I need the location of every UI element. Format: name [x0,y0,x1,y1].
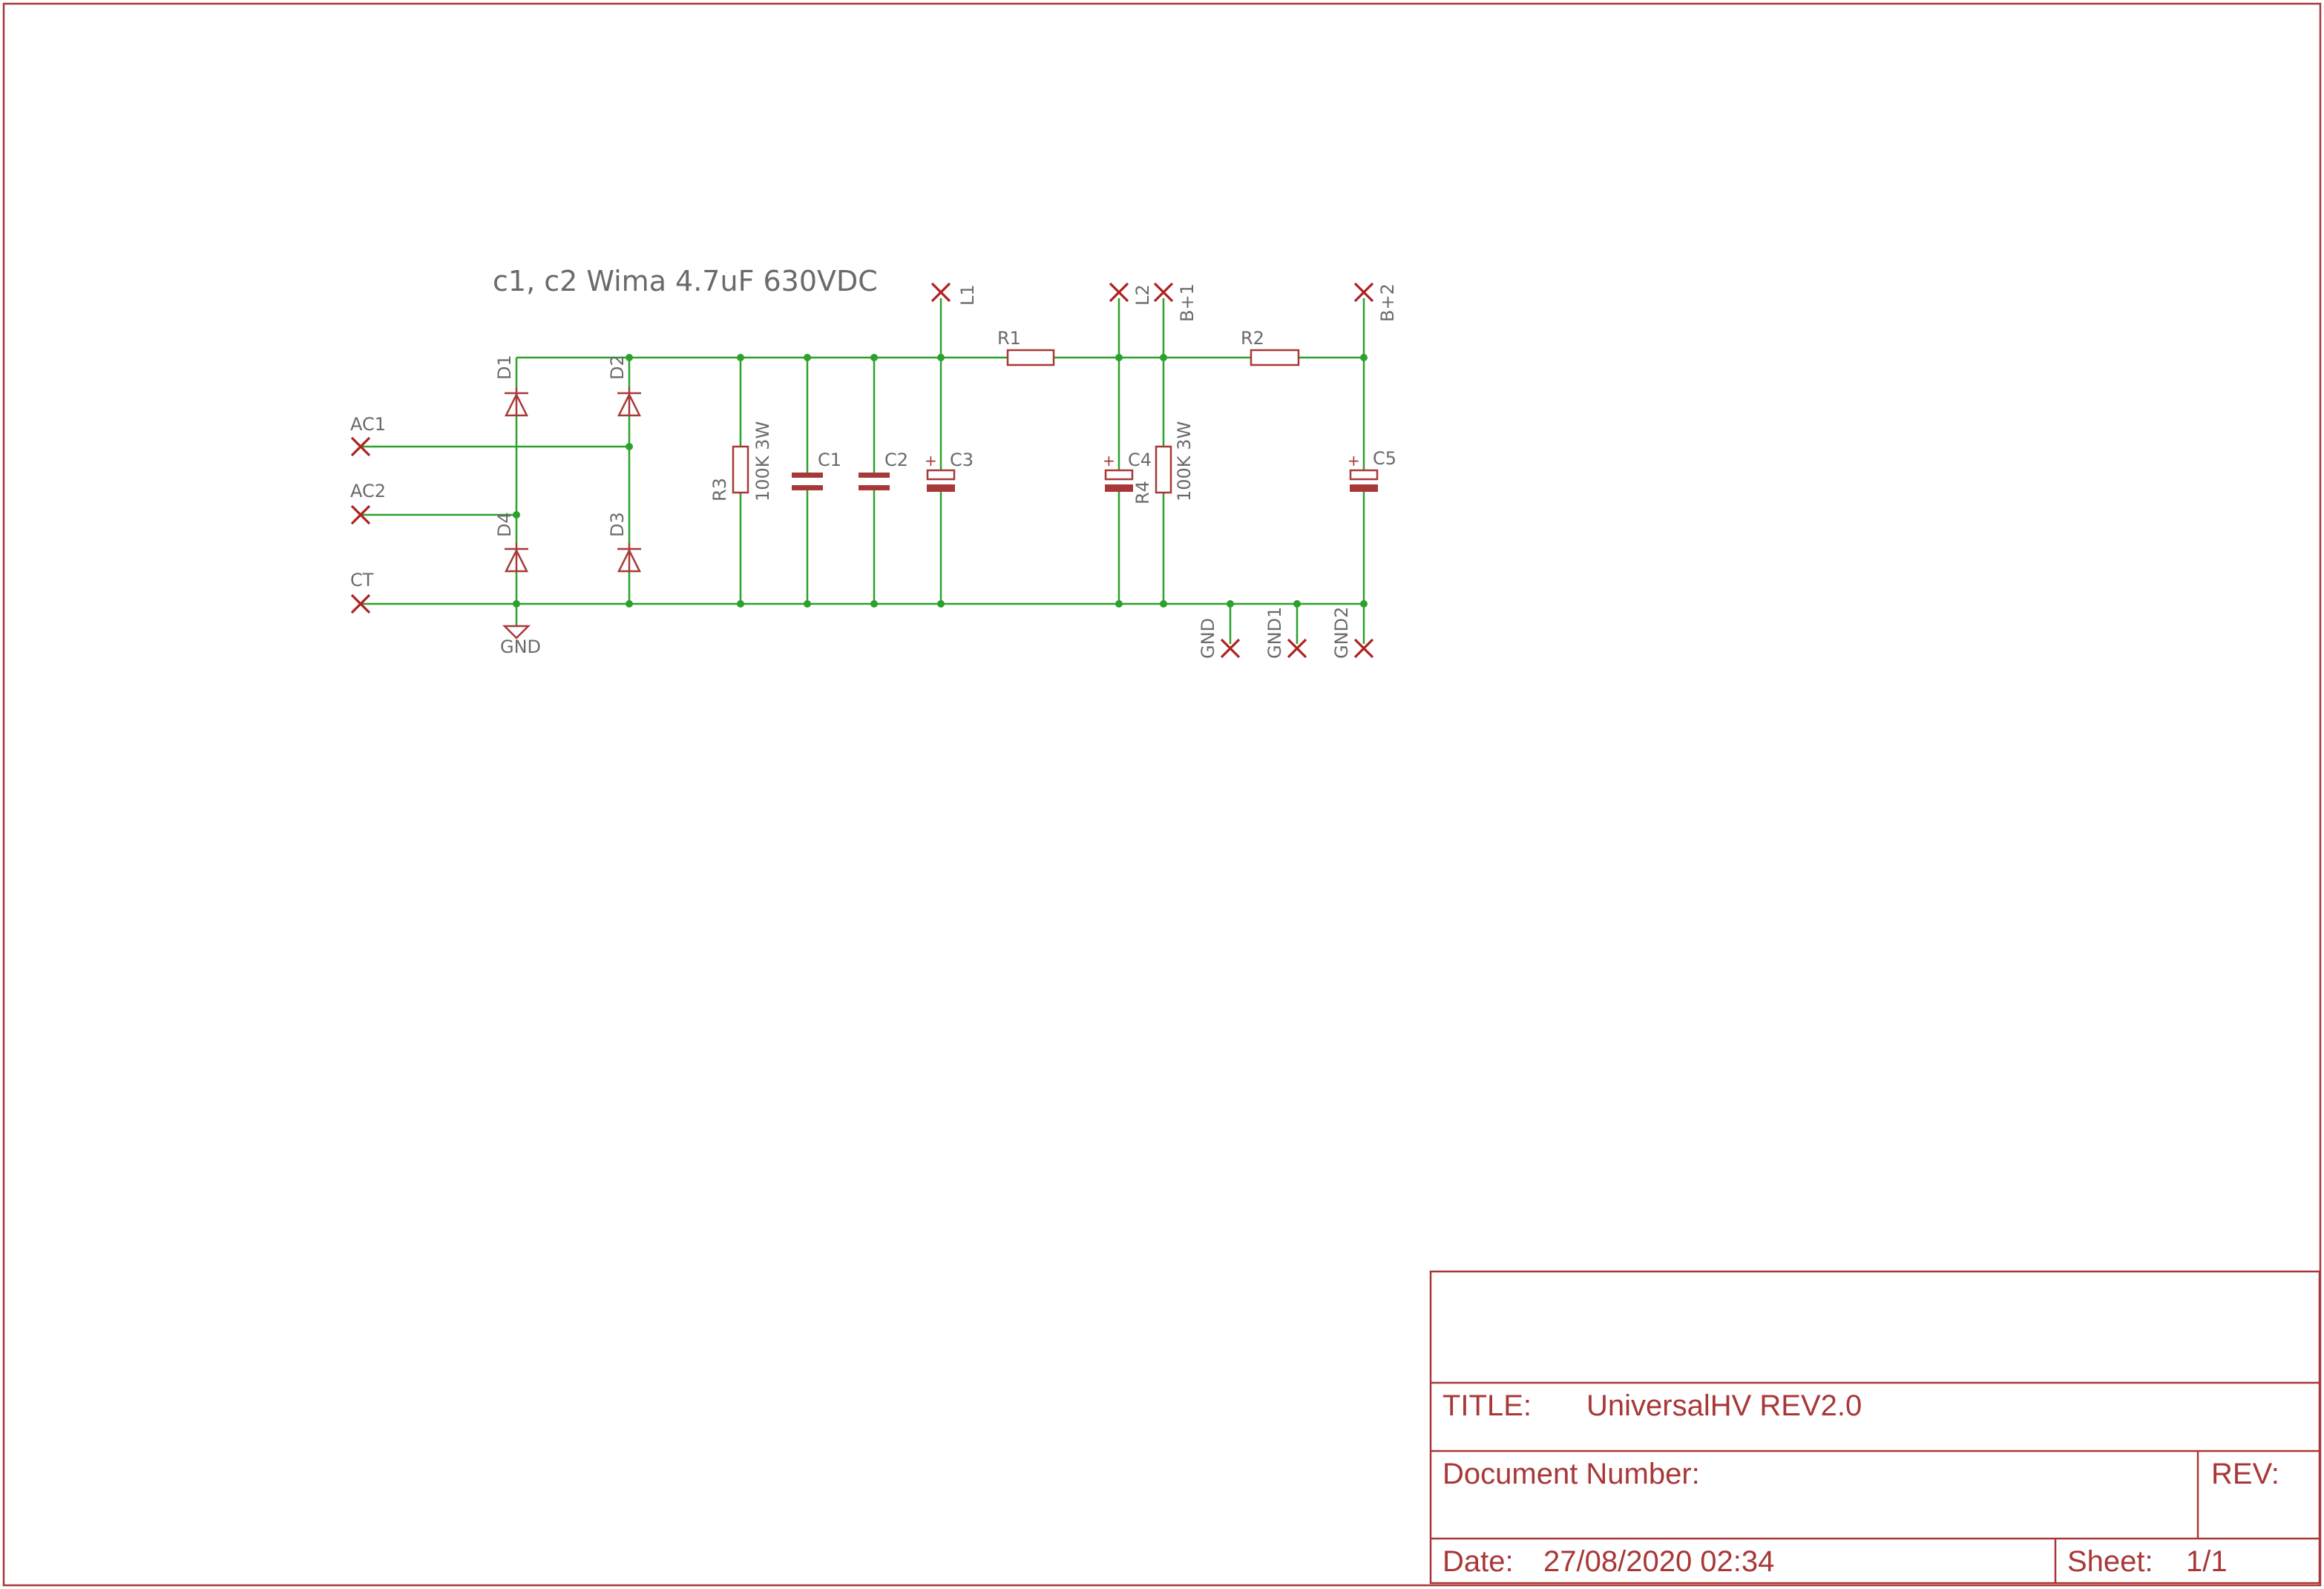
connector-gnd: GND [1198,618,1241,659]
r2-label: R2 [1241,328,1264,349]
resistor-r3: R3 100K 3W [709,421,773,501]
connector-bplus2: B+2 [1353,282,1398,322]
resistor-r4: R4 100K 3W [1132,421,1195,504]
c1-label: C1 [818,450,841,470]
capacitor-c5: + C5 [1348,448,1396,492]
c3-polarity: + [925,452,937,470]
capacitor-c2: C2 [859,450,908,490]
r3-label: R3 [709,478,730,501]
gnd2-label: GND2 [1331,607,1352,659]
r3-value: 100K 3W [752,421,773,501]
d1-label: D1 [494,355,515,380]
diode-d1: D1 [494,355,529,417]
bplus1-label: B+1 [1177,283,1198,322]
rev-label: REV: [2211,1458,2279,1490]
ct-label: CT [350,570,374,590]
resistor-r1: R1 [997,328,1055,366]
d3-label: D3 [607,512,628,537]
date-value: 27/08/2020 02:34 [1543,1545,1774,1578]
ac1-label: AC1 [350,414,386,435]
ac2-label: AC2 [350,481,386,501]
c5-label: C5 [1373,448,1396,469]
document-number-label: Document Number: [1442,1458,1700,1490]
connector-ac2: AC2 [350,481,386,525]
d4-label: D4 [494,512,515,537]
bplus2-label: B+2 [1377,283,1398,322]
connector-gnd2: GND2 [1331,607,1374,659]
resistor-r2: R2 [1241,328,1300,366]
l2-label: L2 [1132,284,1153,306]
r4-value: 100K 3W [1174,421,1195,501]
capacitor-c1: C1 [792,450,841,490]
title-block: TITLE: UniversalHV REV2.0 Document Numbe… [1429,1270,2321,1585]
junctions [513,354,1368,608]
ground-symbol: GND [500,625,541,657]
connector-l1: L1 [930,282,978,306]
c4-polarity: + [1103,452,1115,470]
title-value: UniversalHV REV2.0 [1586,1389,1862,1422]
c5-polarity: + [1348,452,1360,470]
connector-l2: L2 [1109,282,1153,306]
gnd1-label: GND1 [1264,607,1285,659]
capacitor-note: c1, c2 Wima 4.7uF 630VDC [493,265,878,297]
c3-label: C3 [950,450,974,470]
capacitor-c4: + C4 [1103,450,1152,492]
connector-ac1: AC1 [350,414,386,457]
r1-label: R1 [997,328,1021,349]
connector-bplus1: B+1 [1153,282,1198,322]
gnd-symbol-label: GND [500,636,541,657]
connector-gnd1: GND1 [1264,607,1307,659]
diode-d4: D4 [494,512,529,573]
date-label: Date: [1442,1545,1514,1578]
diode-d3: D3 [607,512,642,573]
r4-label: R4 [1132,481,1153,504]
c4-label: C4 [1128,450,1152,470]
d2-label: D2 [607,355,628,380]
capacitor-c3: + C3 [925,450,974,492]
sheet-value: 1/1 [2186,1545,2228,1578]
sheet-label: Sheet: [2067,1545,2153,1578]
l1-label: L1 [957,284,978,306]
gnd-label: GND [1198,618,1218,659]
diode-d2: D2 [607,355,642,417]
title-label: TITLE: [1442,1389,1532,1422]
connector-ct: CT [350,570,374,614]
wires [361,298,1365,644]
c2-label: C2 [884,450,908,470]
